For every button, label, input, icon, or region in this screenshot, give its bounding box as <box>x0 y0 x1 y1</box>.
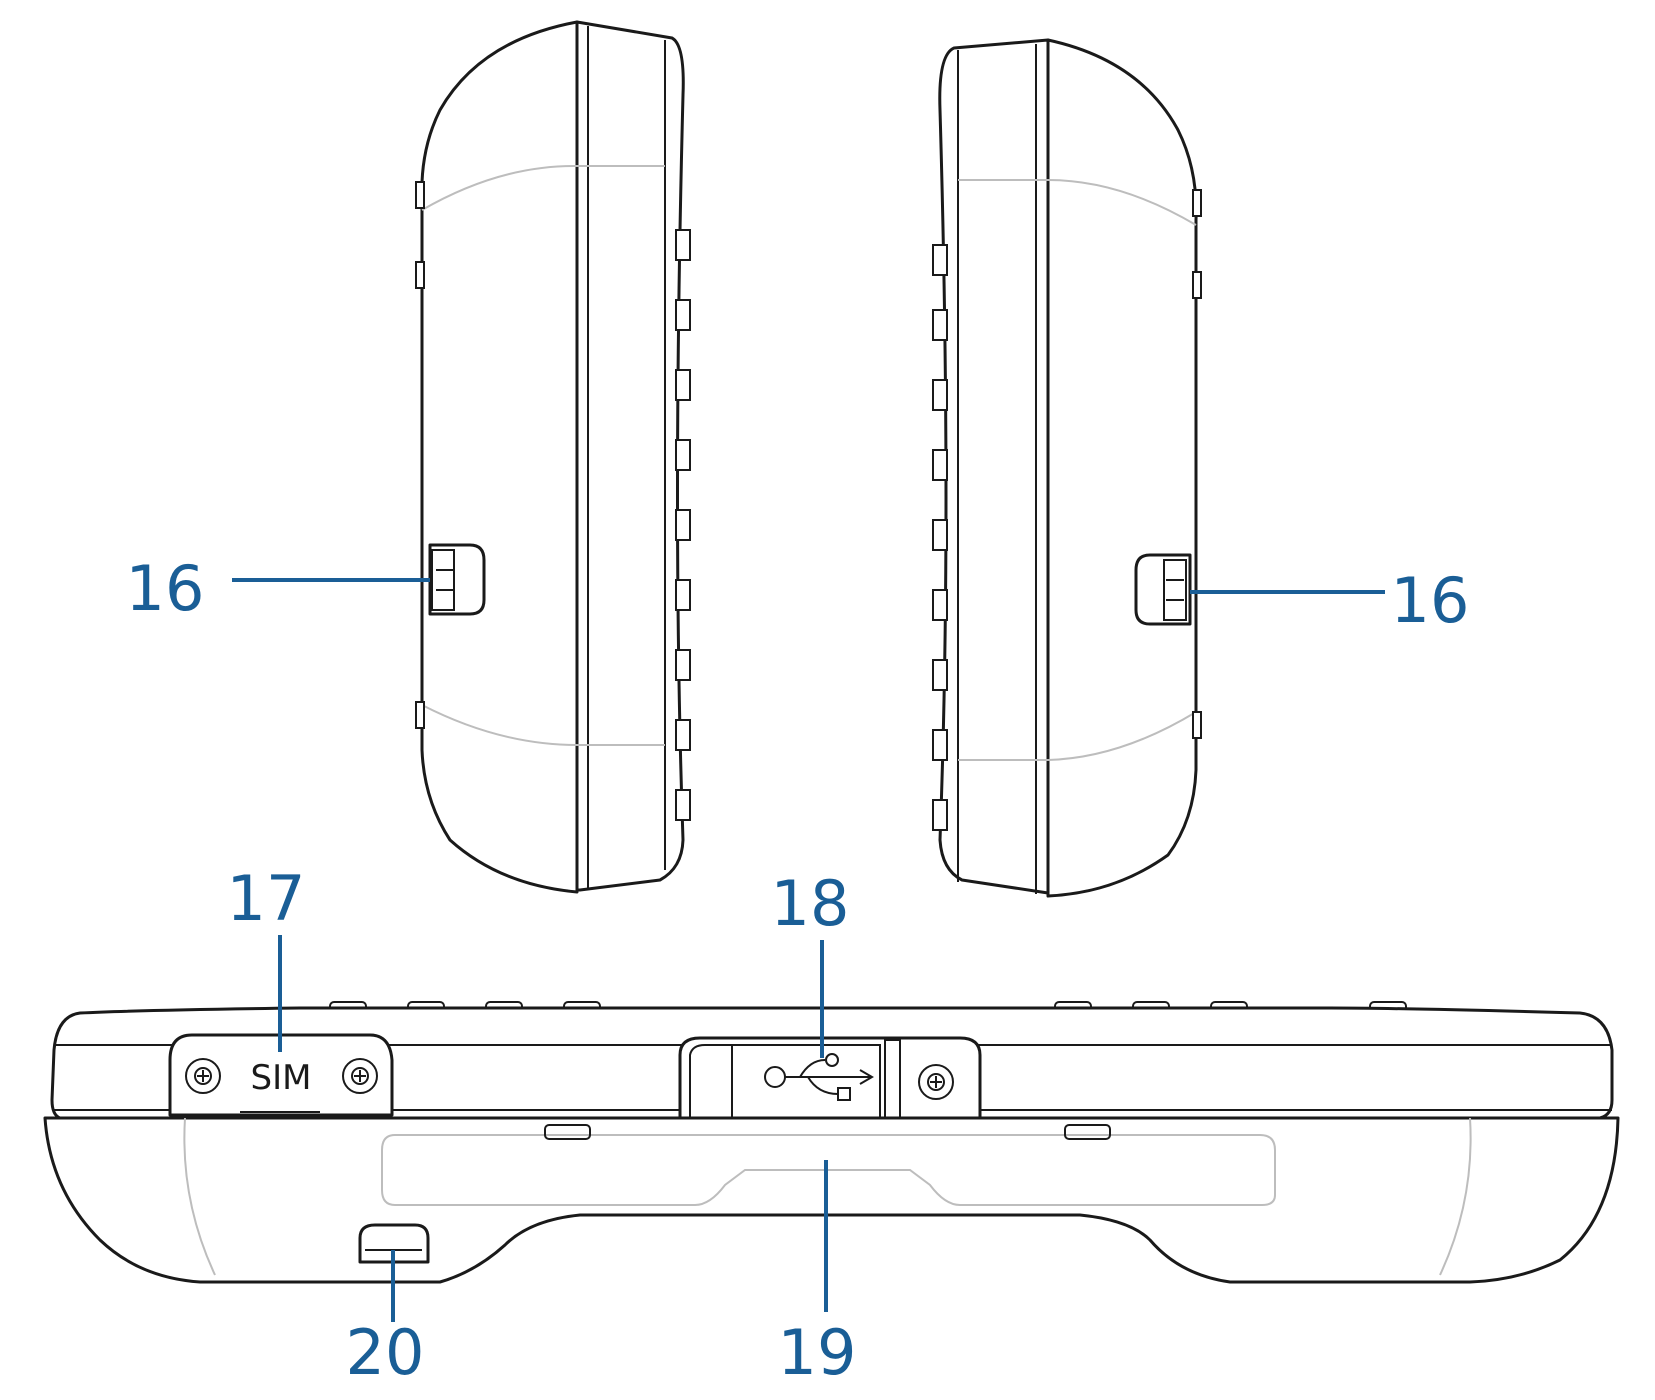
left-view-keys <box>675 229 691 821</box>
callout-16-left: 16 <box>126 552 205 625</box>
callout-17: 17 <box>227 862 306 935</box>
left-side-latch <box>428 543 486 616</box>
bottom-view: SIM <box>43 1001 1620 1284</box>
right-side-latch <box>1134 553 1192 626</box>
strap-slot <box>358 1223 430 1264</box>
screw-icon <box>342 1058 378 1094</box>
callout-leaders <box>232 578 1385 1322</box>
sim-cover: SIM <box>168 1033 394 1117</box>
usb-port-cover <box>678 1036 982 1120</box>
battery-compartment <box>381 1124 1276 1206</box>
callout-numbers: 16 16 17 18 19 20 <box>126 552 1470 1389</box>
callout-20: 20 <box>346 1316 425 1389</box>
screw-icon <box>918 1064 954 1100</box>
sim-cover-label: SIM <box>251 1058 312 1098</box>
right-side-view <box>932 38 1202 898</box>
callout-19: 19 <box>778 1316 857 1389</box>
usb-icon <box>764 1053 874 1101</box>
callout-18: 18 <box>771 867 850 940</box>
screw-icon <box>185 1058 221 1094</box>
callout-16-right: 16 <box>1391 564 1470 637</box>
right-view-keys <box>932 244 948 831</box>
left-side-view <box>415 20 691 894</box>
